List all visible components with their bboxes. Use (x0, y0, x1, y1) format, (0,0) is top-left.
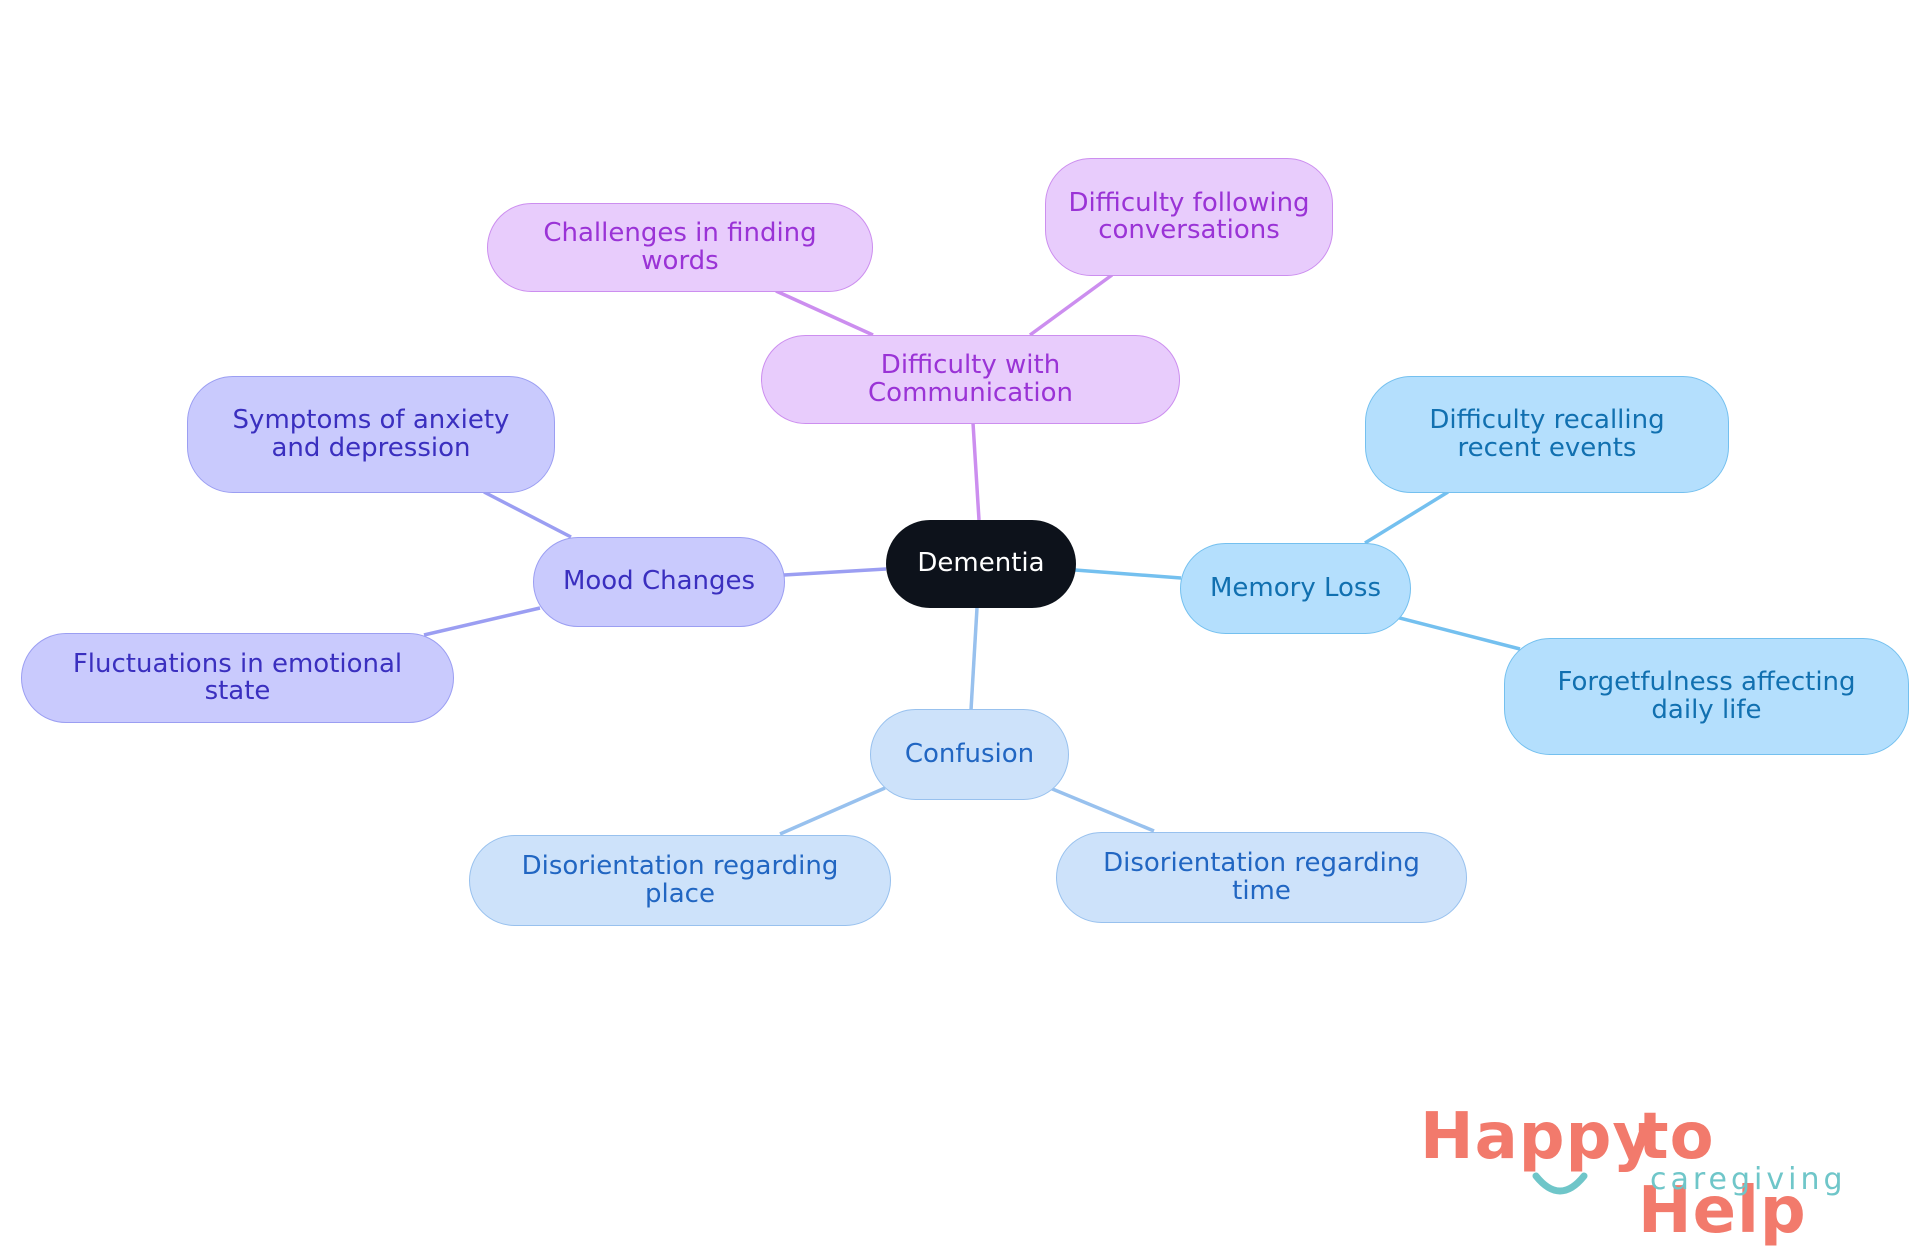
branch-node-label: Mood Changes (562, 566, 756, 597)
leaf-node-following-conversations: Difficulty following conversations (1045, 158, 1333, 276)
edge-confusion-place (779, 786, 886, 836)
brand-logo: Happy to Help caregiving (1420, 1100, 1890, 1248)
leaf-node-emotional-state: Fluctuations in emotional state (21, 633, 454, 723)
edge-memory-daily (1395, 615, 1521, 651)
leaf-node-anxiety-depression: Symptoms of anxiety and depression (187, 376, 555, 493)
leaf-node-label: Disorientation regarding time (1103, 848, 1420, 906)
branch-node-mood: Mood Changes (533, 537, 785, 627)
root-node: Dementia (886, 520, 1076, 608)
mind-map: Dementia Difficulty with Communication C… (21, 158, 1909, 926)
edge-root-mood (783, 567, 887, 577)
branch-node-label: Difficulty with Communication (868, 350, 1073, 408)
branch-node-confusion: Confusion (870, 709, 1069, 800)
edge-confusion-time (1049, 786, 1155, 833)
edge-mood-fluctuations (423, 606, 541, 637)
root-node-label: Dementia (917, 548, 1045, 579)
edge-mood-anxiety (483, 490, 572, 539)
leaf-node-time: Disorientation regarding time (1056, 832, 1467, 923)
leaf-node-place: Disorientation regarding place (469, 835, 891, 926)
edge-memory-recent (1364, 490, 1449, 545)
leaf-node-daily-life: Forgetfulness affecting daily life (1504, 638, 1909, 755)
leaf-node-label: Symptoms of anxiety and depression (232, 405, 510, 463)
leaf-node-label: Difficulty following conversations (1068, 187, 1310, 245)
smile-icon (1532, 1172, 1588, 1195)
edge-root-confusion (969, 607, 979, 711)
edge-root-communication (971, 422, 981, 521)
branch-node-memory: Memory Loss (1180, 543, 1411, 634)
edge-communication-words (775, 289, 874, 337)
leaf-node-label: Difficulty recalling recent events (1429, 405, 1665, 463)
logo-tagline: caregiving (1650, 1162, 1847, 1197)
logo-word-happy: Happy (1420, 1100, 1656, 1174)
logo-word-to-help: to Help (1638, 1100, 1807, 1248)
leaf-node-label: Fluctuations in emotional state (72, 648, 403, 706)
leaf-node-label: Forgetfulness affecting daily life (1557, 667, 1856, 725)
edge-communication-conversations (1028, 273, 1114, 337)
leaf-node-recent-events: Difficulty recalling recent events (1365, 376, 1729, 493)
branch-node-label: Confusion (904, 738, 1035, 769)
branch-node-communication: Difficulty with Communication (761, 335, 1180, 424)
edge-root-memory (1074, 568, 1182, 580)
leaf-node-label: Disorientation regarding place (521, 851, 839, 909)
leaf-node-finding-words: Challenges in finding words (487, 203, 873, 292)
branch-node-label: Memory Loss (1209, 572, 1382, 603)
leaf-node-label: Challenges in finding words (543, 218, 817, 276)
connector-layer (423, 273, 1521, 836)
